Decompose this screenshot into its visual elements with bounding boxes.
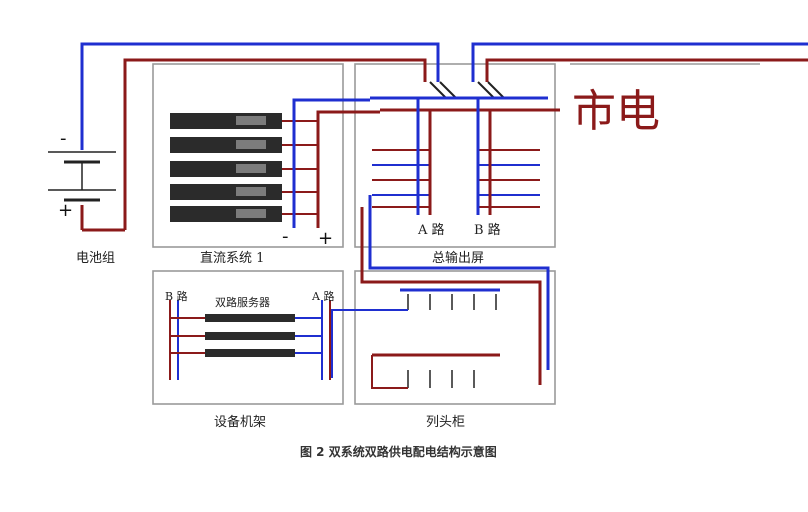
battery-positive-wire — [123, 58, 427, 230]
battery-negative-wire — [80, 42, 440, 150]
equipment-rack-frame — [152, 270, 344, 405]
battery-bank-label: 电池组 — [76, 251, 115, 266]
main-output-panel-label: 总输出屏 — [432, 250, 484, 266]
battery-plus-label: + — [58, 200, 73, 221]
equipment-rack-wiring — [169, 300, 331, 380]
battery-minus-label: - — [60, 128, 67, 149]
column-cabinet-label: 列头柜 — [426, 415, 465, 430]
main-output-panel-frame — [354, 63, 556, 248]
dual-path-server-label: 双路服务器 — [215, 296, 270, 309]
column-cabinet-frame — [354, 270, 556, 405]
equipment-rack-label: 设备机架 — [214, 414, 266, 430]
dc-plus-label: + — [318, 228, 333, 249]
rack-path-a-label: A 路 — [311, 290, 334, 303]
path-b-label: B 路 — [474, 222, 501, 238]
battery-bank — [48, 42, 440, 232]
path-a-label: A 路 — [417, 222, 445, 238]
mains-wiring — [370, 42, 808, 112]
column-cabinet-wiring — [331, 288, 500, 389]
dc-minus-label: - — [282, 226, 289, 247]
dc-modules — [170, 98, 380, 228]
mains-power-label: 市电 — [572, 86, 660, 137]
output-panel-branches — [360, 98, 550, 385]
dc-system-frame — [152, 63, 344, 248]
dc-system-label: 直流系统 1 — [200, 251, 264, 266]
rack-path-b-label: B 路 — [165, 290, 188, 303]
figure-caption: 图 2 双系统双路供电配电结构示意图 — [300, 444, 497, 459]
